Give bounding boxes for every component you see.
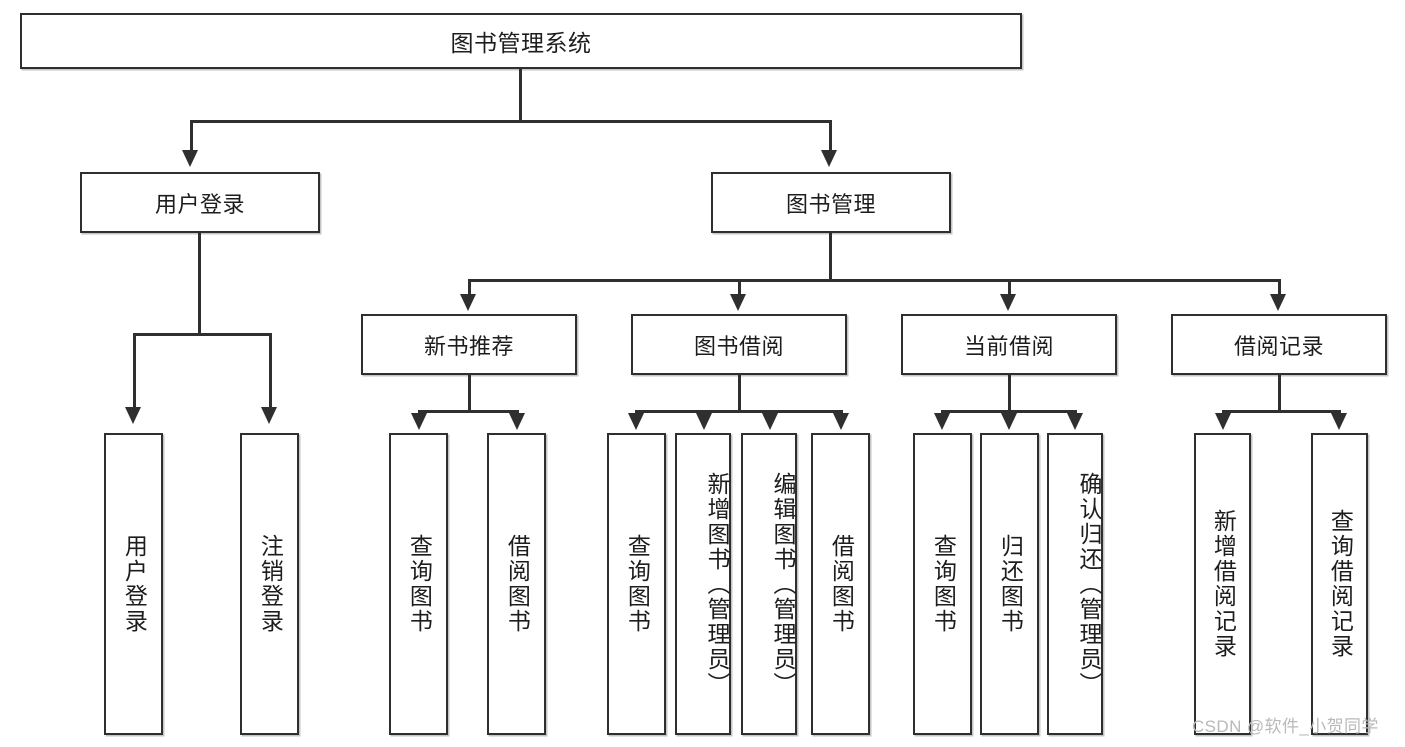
leaf-br-add-record[interactable]: 新增借阅记录 <box>1194 433 1251 735</box>
connector-nbr-bus <box>418 410 518 413</box>
connector-user-login-bus <box>133 333 270 336</box>
leaf-user-login-login[interactable]: 用户登录 <box>104 433 163 735</box>
connector-top-bus <box>190 120 832 123</box>
connector-bb-bus <box>635 410 842 413</box>
arrow-to-book-borrow <box>730 294 746 311</box>
connector-bm-drop-3 <box>1008 279 1011 297</box>
leaf-label: 新增图书（管理员） <box>704 471 730 697</box>
leaf-nbr-query-book[interactable]: 查询图书 <box>389 433 448 735</box>
arrow-to-user-login <box>182 150 198 167</box>
leaf-label: 新增借阅记录 <box>1210 509 1237 659</box>
arrow-leaf-br-2 <box>1331 413 1347 430</box>
node-label: 当前借阅 <box>963 333 1054 359</box>
leaf-label: 查询借阅记录 <box>1327 509 1354 659</box>
node-user-login[interactable]: 用户登录 <box>80 172 320 233</box>
connector-book-manage-stem <box>829 233 832 281</box>
leaf-label: 查询图书 <box>930 534 957 634</box>
leaf-br-query-record[interactable]: 查询借阅记录 <box>1311 433 1368 735</box>
node-current-borrow[interactable]: 当前借阅 <box>901 314 1117 375</box>
leaf-bb-query-book[interactable]: 查询图书 <box>607 433 666 735</box>
arrow-leaf-user-login-2 <box>261 407 277 424</box>
leaf-nbr-borrow-book[interactable]: 借阅图书 <box>487 433 546 735</box>
connector-cb-stem <box>1008 375 1011 412</box>
arrow-leaf-bb-2 <box>696 413 712 430</box>
arrow-to-new-book-recommend <box>460 294 476 311</box>
node-label: 图书借阅 <box>693 333 784 359</box>
node-label: 借阅记录 <box>1233 333 1324 359</box>
connector-nbr-stem <box>468 375 471 412</box>
arrow-to-borrow-record <box>1270 294 1286 311</box>
connector-top-drop-left <box>190 120 193 153</box>
arrow-leaf-cb-3 <box>1067 413 1083 430</box>
watermark: CSDN @软件_小贺同学 <box>1192 717 1379 736</box>
connector-bm-drop-2 <box>738 279 741 297</box>
node-book-borrow[interactable]: 图书借阅 <box>631 314 847 375</box>
arrow-to-current-borrow <box>1000 294 1016 311</box>
leaf-bb-edit-book[interactable]: 编辑图书（管理员） <box>741 433 797 735</box>
leaf-label: 借阅图书 <box>504 534 531 634</box>
arrow-leaf-nbr-2 <box>509 413 525 430</box>
node-label: 图书管理系统 <box>450 30 592 56</box>
arrow-leaf-cb-1 <box>934 413 950 430</box>
connector-root-stem <box>519 69 522 121</box>
arrow-leaf-bb-1 <box>628 413 644 430</box>
connector-user-login-stem <box>198 233 201 335</box>
node-root-system[interactable]: 图书管理系统 <box>20 13 1022 69</box>
leaf-label: 编辑图书（管理员） <box>770 471 796 697</box>
arrow-leaf-nbr-1 <box>411 413 427 430</box>
node-label: 用户登录 <box>154 191 245 217</box>
connector-user-login-drop-2 <box>269 333 272 410</box>
leaf-bb-borrow-book[interactable]: 借阅图书 <box>811 433 870 735</box>
leaf-bb-add-book[interactable]: 新增图书（管理员） <box>675 433 731 735</box>
leaf-label: 用户登录 <box>121 534 148 634</box>
connector-top-drop-right <box>829 120 832 153</box>
leaf-user-login-logout[interactable]: 注销登录 <box>240 433 299 735</box>
connector-book-manage-bus <box>468 279 1280 282</box>
connector-bm-drop-1 <box>468 279 471 297</box>
node-book-manage[interactable]: 图书管理 <box>711 172 951 233</box>
leaf-label: 归还图书 <box>997 534 1024 634</box>
leaf-cb-return-book[interactable]: 归还图书 <box>980 433 1039 735</box>
connector-br-bus <box>1222 410 1340 413</box>
arrow-leaf-bb-4 <box>833 413 849 430</box>
leaf-cb-query-book[interactable]: 查询图书 <box>913 433 972 735</box>
leaf-cb-confirm-return[interactable]: 确认归还（管理员） <box>1047 433 1103 735</box>
connector-bm-drop-4 <box>1278 279 1281 297</box>
arrow-to-book-manage <box>821 150 837 167</box>
node-new-book-recommend[interactable]: 新书推荐 <box>361 314 577 375</box>
node-label: 图书管理 <box>785 191 876 217</box>
arrow-leaf-br-1 <box>1215 413 1231 430</box>
leaf-label: 确认归还（管理员） <box>1076 471 1102 697</box>
connector-user-login-drop-1 <box>133 333 136 410</box>
node-borrow-record[interactable]: 借阅记录 <box>1171 314 1387 375</box>
leaf-label: 查询图书 <box>406 534 433 634</box>
leaf-label: 借阅图书 <box>828 534 855 634</box>
leaf-label: 查询图书 <box>624 534 651 634</box>
connector-br-stem <box>1278 375 1281 412</box>
arrow-leaf-bb-3 <box>762 413 778 430</box>
arrow-leaf-cb-2 <box>1001 413 1017 430</box>
node-label: 新书推荐 <box>423 333 514 359</box>
connector-bb-stem <box>738 375 741 412</box>
leaf-label: 注销登录 <box>257 534 284 634</box>
arrow-leaf-user-login-1 <box>125 407 141 424</box>
